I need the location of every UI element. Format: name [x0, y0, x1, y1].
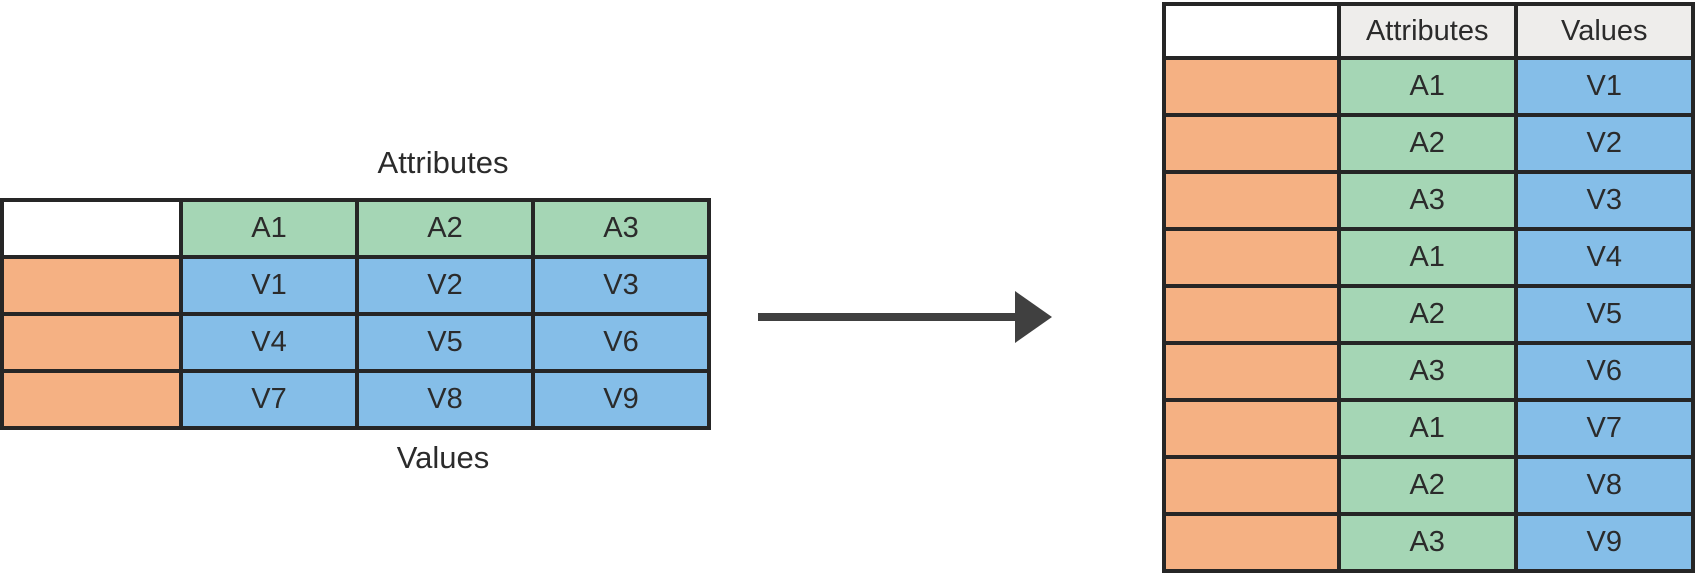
result-attribute-cell: A1 — [1336, 227, 1518, 288]
result-row-stub-cell — [1162, 227, 1341, 288]
result-row-stub-cell — [1162, 455, 1341, 516]
source-value-cell: V9 — [531, 369, 711, 430]
source-header-cell: A1 — [179, 198, 359, 259]
result-table: Attributes Values A1 V1 A2 V2 A3 V3 A1 V… — [1162, 2, 1695, 573]
source-row-stub-cell — [0, 369, 183, 430]
source-table: A1 A2 A3 V1 V2 V3 V4 V5 V6 V7 V8 V9 — [0, 198, 711, 430]
source-value-cell: V3 — [531, 255, 711, 316]
result-value-cell: V5 — [1513, 284, 1695, 345]
right-arrow-icon — [758, 291, 1052, 343]
result-data-row: A3 V3 — [1162, 170, 1695, 231]
result-value-cell: V3 — [1513, 170, 1695, 231]
result-data-row: A1 V1 — [1162, 56, 1695, 117]
left-table-attributes-label: Attributes — [377, 145, 509, 180]
left-table-values-label: Values — [396, 440, 490, 475]
result-data-row: A2 V5 — [1162, 284, 1695, 345]
result-row-stub-cell — [1162, 56, 1341, 117]
result-data-row: A3 V6 — [1162, 341, 1695, 402]
result-attribute-cell: A2 — [1336, 113, 1518, 174]
source-value-cell: V4 — [179, 312, 359, 373]
result-row-stub-cell — [1162, 284, 1341, 345]
source-empty-corner — [0, 198, 183, 259]
source-data-row: V4 V5 V6 — [0, 312, 711, 373]
result-value-cell: V9 — [1513, 512, 1695, 573]
result-attributes-header-cell: Attributes — [1336, 2, 1518, 60]
result-value-cell: V4 — [1513, 227, 1695, 288]
result-data-row: A3 V9 — [1162, 512, 1695, 573]
source-data-row: V1 V2 V3 — [0, 255, 711, 316]
source-header-cell: A2 — [355, 198, 535, 259]
source-value-cell: V8 — [355, 369, 535, 430]
source-value-cell: V7 — [179, 369, 359, 430]
source-header-row: A1 A2 A3 — [0, 198, 711, 259]
source-row-stub-cell — [0, 312, 183, 373]
result-data-row: A2 V2 — [1162, 113, 1695, 174]
result-attribute-cell: A2 — [1336, 455, 1518, 516]
result-attribute-cell: A1 — [1336, 398, 1518, 459]
result-attribute-cell: A2 — [1336, 284, 1518, 345]
result-value-cell: V6 — [1513, 341, 1695, 402]
result-attribute-cell: A3 — [1336, 341, 1518, 402]
source-value-cell: V1 — [179, 255, 359, 316]
result-data-row: A1 V4 — [1162, 227, 1695, 288]
result-header-row: Attributes Values — [1162, 2, 1695, 60]
result-value-cell: V1 — [1513, 56, 1695, 117]
result-values-header-cell: Values — [1513, 2, 1695, 60]
result-value-cell: V7 — [1513, 398, 1695, 459]
source-row-stub-cell — [0, 255, 183, 316]
result-row-stub-cell — [1162, 512, 1341, 573]
result-empty-corner — [1162, 2, 1341, 60]
result-row-stub-cell — [1162, 398, 1341, 459]
result-value-cell: V2 — [1513, 113, 1695, 174]
result-row-stub-cell — [1162, 341, 1341, 402]
result-attribute-cell: A3 — [1336, 512, 1518, 573]
source-value-cell: V5 — [355, 312, 535, 373]
result-row-stub-cell — [1162, 170, 1341, 231]
result-data-row: A1 V7 — [1162, 398, 1695, 459]
source-header-cell: A3 — [531, 198, 711, 259]
source-value-cell: V2 — [355, 255, 535, 316]
result-row-stub-cell — [1162, 113, 1341, 174]
result-data-row: A2 V8 — [1162, 455, 1695, 516]
source-data-row: V7 V8 V9 — [0, 369, 711, 430]
result-value-cell: V8 — [1513, 455, 1695, 516]
result-attribute-cell: A1 — [1336, 56, 1518, 117]
result-attribute-cell: A3 — [1336, 170, 1518, 231]
source-value-cell: V6 — [531, 312, 711, 373]
